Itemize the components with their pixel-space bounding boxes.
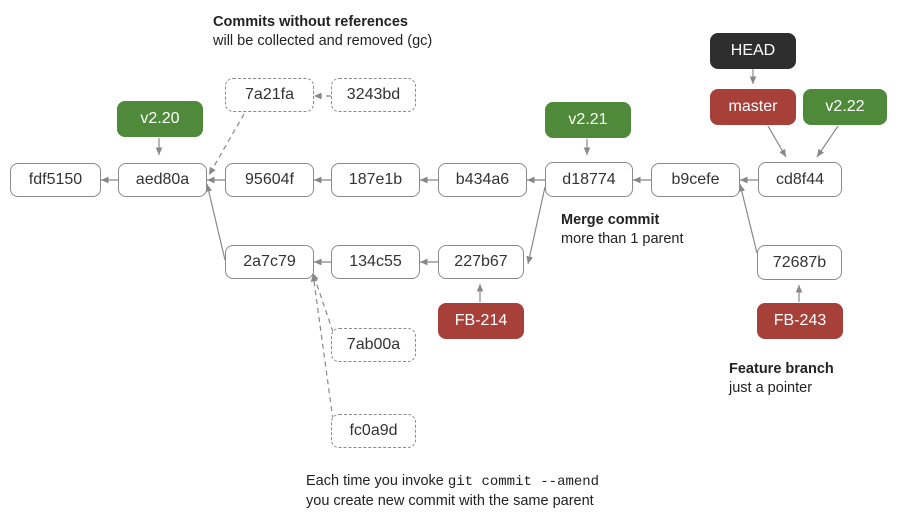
note-merge-title: Merge commit	[561, 212, 660, 228]
commit-fdf5150: fdf5150	[10, 163, 101, 197]
edge-7ab00a-2a7c79	[312, 272, 334, 333]
commit-227b67: 227b67	[438, 245, 524, 279]
edge-72687b-b9cefe	[738, 183, 758, 254]
note-unreferenced-body: will be collected and removed (gc)	[213, 33, 433, 49]
commit-b434a6: b434a6	[438, 163, 527, 197]
commit-fc0a9d-unreferenced: fc0a9d	[331, 414, 416, 448]
note-feature-branch: Feature branch just a pointer	[729, 360, 834, 398]
commit-b9cefe: b9cefe	[651, 163, 740, 197]
note-merge-body: more than 1 parent	[561, 231, 684, 247]
ref-branch-master: master	[710, 89, 796, 125]
ref-tag-v2-22: v2.22	[803, 89, 887, 125]
note-amend-line2: you create new commit with the same pare…	[306, 493, 594, 509]
note-feature-body: just a pointer	[729, 380, 813, 396]
note-unreferenced-commits: Commits without references will be colle…	[213, 13, 432, 51]
commit-7a21fa-unreferenced: 7a21fa	[225, 78, 314, 112]
note-feature-title: Feature branch	[729, 361, 834, 377]
commit-3243bd-unreferenced: 3243bd	[331, 78, 416, 112]
edge-master-cd8f44	[767, 125, 787, 158]
commit-134c55: 134c55	[331, 245, 420, 279]
edge-v2_22-cd8f44	[816, 125, 839, 158]
commit-aed80a: aed80a	[118, 163, 207, 197]
ref-branch-fb-214: FB-214	[438, 303, 524, 339]
commit-187e1b: 187e1b	[331, 163, 420, 197]
commit-7ab00a-unreferenced: 7ab00a	[331, 328, 416, 362]
ref-branch-fb-243: FB-243	[757, 303, 843, 339]
commit-cd8f44: cd8f44	[758, 162, 842, 197]
commit-d18774: d18774	[545, 162, 633, 197]
note-amend-code: git commit --amend	[447, 474, 600, 490]
edge-2a7c79-aed80a	[205, 183, 226, 261]
edge-d18774-227b67	[526, 186, 546, 265]
ref-tag-v2-21: v2.21	[545, 102, 631, 138]
edge-7a21fa-aed80a	[208, 113, 245, 176]
commit-95604f: 95604f	[225, 163, 314, 197]
ref-head: HEAD	[710, 33, 796, 69]
edge-fc0a9d-2a7c79	[310, 273, 334, 421]
note-unreferenced-title: Commits without references	[213, 14, 408, 30]
note-merge-commit: Merge commit more than 1 parent	[561, 211, 684, 249]
commit-2a7c79: 2a7c79	[225, 245, 314, 279]
note-amend: Each time you invoke git commit --amend …	[306, 472, 599, 511]
note-amend-prefix: Each time you invoke	[306, 473, 448, 489]
ref-tag-v2-20: v2.20	[117, 101, 203, 137]
commit-72687b: 72687b	[757, 245, 842, 280]
